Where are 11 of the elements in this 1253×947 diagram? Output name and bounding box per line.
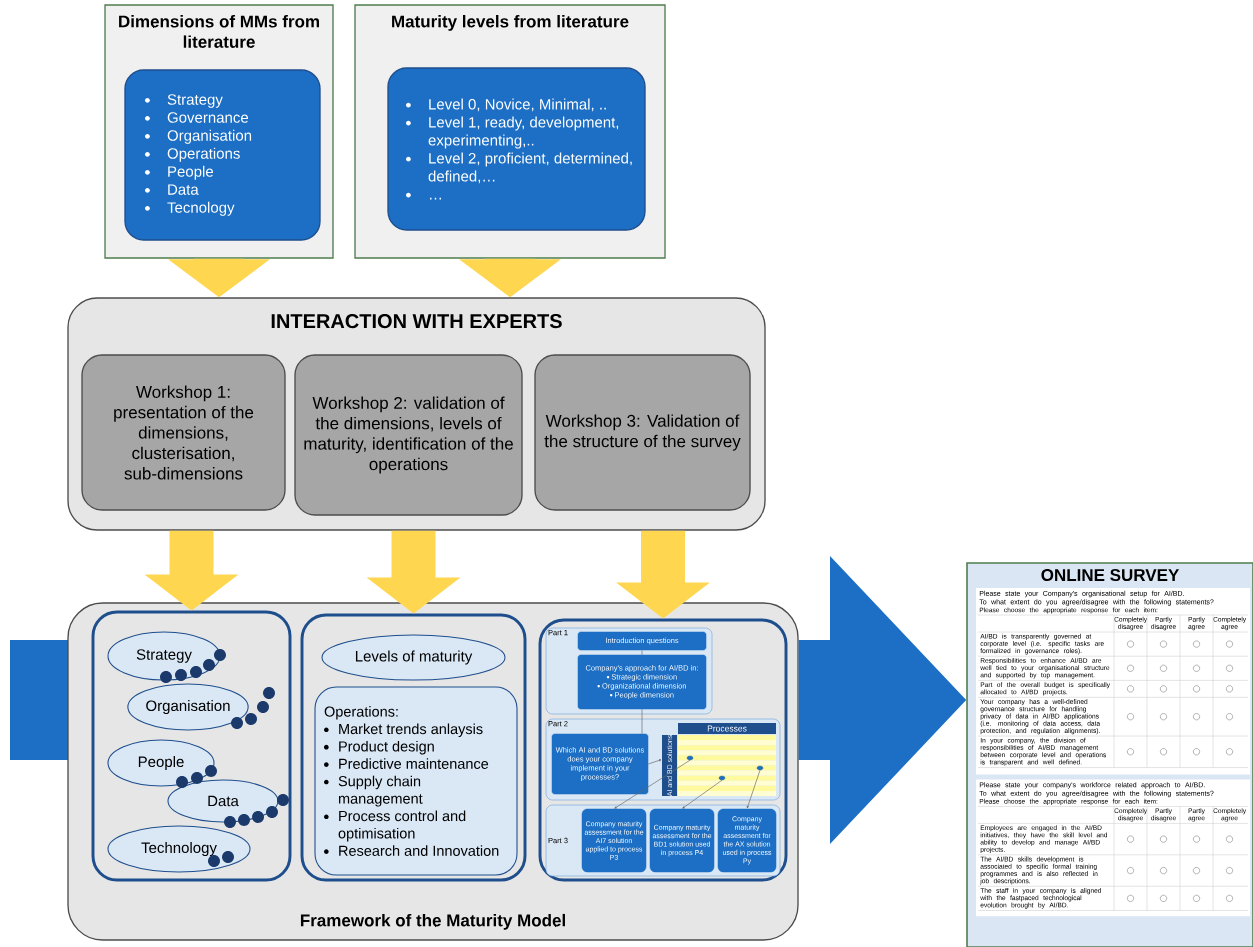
arrow [647,759,662,765]
maturity-list-box: Level 0, Novice, Minimal, .. Level 1, ready, development, experimenting,.. Level 2, proficient, determined, defined,… … [387,67,646,231]
connector-line [641,649,643,656]
connector-line [641,708,643,735]
block-arrow [798,556,967,844]
workshop-box: Workshop 2: validation of the dimensions, levels of maturity, identification of the operations [294,354,523,516]
operations-box: Operations: Market trends anlaysis Product design Predictive maintenance Supply chain management Process control and optimisation Research and Innovation [314,686,518,876]
workshop-box: Workshop 3: Validation of the structure of the survey [534,354,751,511]
dimension-list-box: Strategy Governance Organisation Operations People Data Tecnology [124,69,321,241]
arrow [746,769,761,809]
workshop-box: Workshop 1: presentation of the dimensions, clusterisation, sub-dimensions [81,354,286,511]
